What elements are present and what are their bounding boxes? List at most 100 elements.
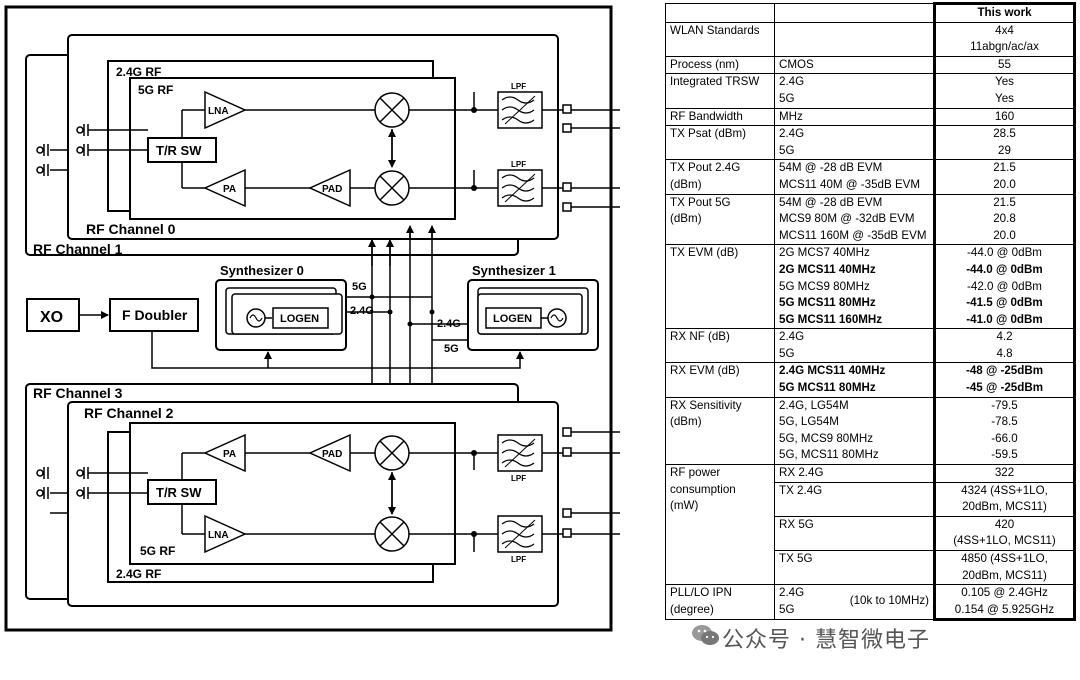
table-cell-text: -66.0 <box>991 431 1018 445</box>
table-cell-text: TX Pout 2.4G <box>670 161 741 175</box>
table-cell-text: MHz <box>779 109 803 123</box>
table-cell-text: (degree) <box>670 602 714 616</box>
table-cell-text: -48 @ -25dBm <box>965 364 1044 378</box>
lpf-filter-bottom-1: LPF <box>497 515 543 564</box>
table-cell-text: 21.5 <box>993 195 1016 209</box>
table-cell-text: 20.8 <box>993 212 1016 226</box>
table-cell-text: 28.5 <box>993 127 1016 141</box>
rf-24g-label-bottom: 2.4G RF <box>116 567 161 581</box>
rf-channel-0-label: RF Channel 0 <box>86 221 176 237</box>
table-cell-text: 21.5 <box>993 161 1016 175</box>
table-cell-text: TX 5G <box>779 552 813 565</box>
chip-outer-frame <box>4 5 613 632</box>
table-cell-text: 5G MCS11 160MHz <box>779 312 883 326</box>
table-cell-text: 4x4 <box>995 23 1014 37</box>
table-cell-text: 2.4G MCS11 40MHz <box>779 364 886 378</box>
table-cell-text: Process (nm) <box>670 57 739 71</box>
table-cell-text: MCS11 40M @ -35dB EVM <box>779 177 921 191</box>
f-doubler-label: F Doubler <box>122 307 188 323</box>
table-cell-text: RX EVM (dB) <box>670 364 740 378</box>
watermark: 公众号 · 慧智微电子 <box>722 628 930 653</box>
logen-label-0: LOGEN <box>280 313 319 325</box>
table-cell-text: 2G MCS7 40MHz <box>779 246 870 260</box>
table-cell-text: -45 @ -25dBm <box>965 381 1044 395</box>
table-cell-text: RF power <box>670 466 721 480</box>
ipn-range-note: (10k to 10MHz) <box>849 594 929 608</box>
table-cell-text: RF Bandwidth <box>670 109 743 123</box>
antenna-port-icon <box>36 124 89 176</box>
lo-24g-label-1: 2.4G <box>437 318 461 330</box>
table-cell-text: 0.154 @ 5.925GHz <box>954 602 1055 616</box>
table-cell-text: 322 <box>994 466 1015 480</box>
antenna-port-icon <box>36 467 89 499</box>
table-cell-text: 2.4G <box>779 586 805 600</box>
table-cell-text: -78.5 <box>991 415 1018 429</box>
lpf-label: LPF <box>511 82 526 91</box>
table-header-cell <box>774 3 935 23</box>
table-cell-text: -42.0 @ 0dBm <box>967 279 1042 293</box>
table-cell-text: 160 <box>994 109 1015 123</box>
table-cell-text: 2.4G <box>779 330 805 344</box>
vco-icon <box>246 308 266 328</box>
table-cell-text: Integrated TRSW <box>670 75 760 89</box>
lpf-label: LPF <box>511 160 526 169</box>
table-cell-text: 5G, MCS11 80MHz <box>779 448 879 462</box>
lpf-filter-top-0: LPF <box>497 82 543 129</box>
lo-5g-label-1: 5G <box>444 343 459 355</box>
table-cell-text: 5G <box>779 346 795 360</box>
lpf-label: LPF <box>511 555 526 564</box>
table-cell-text: PLL/LO IPN <box>670 586 732 600</box>
table-cell-text: 5G MCS9 80MHz <box>779 279 870 293</box>
xo-block <box>26 298 80 332</box>
table-cell-text: 20dBm, MCS11) <box>962 568 1047 582</box>
table-cell-text: 4850 (4SS+1LO, <box>961 552 1048 565</box>
table-cell-text: -59.5 <box>991 448 1018 462</box>
table-row: RX EVM (dB) 2.4G MCS11 40MHz 5G MCS11 80MH… <box>665 362 1076 398</box>
table-cell-text: MCS11 160M @ -35dB EVM <box>779 228 927 242</box>
table-cell-text: 5G MCS11 80MHz <box>779 381 876 395</box>
lna-label-bottom: LNA <box>208 530 229 541</box>
table-cell-text: 2.4G, LG54M <box>779 398 849 412</box>
lpf-label: LPF <box>511 474 526 483</box>
synth1-label: Synthesizer 1 <box>472 263 556 278</box>
table-cell-text: -41.0 @ 0dBm <box>966 312 1043 326</box>
table-header-cell <box>665 3 775 23</box>
table-cell-text: TX 2.4G <box>779 483 823 497</box>
table-cell-text: 5G <box>779 143 795 157</box>
table-cell-text: 2.4G <box>779 75 805 89</box>
trsw-label-top: T/R SW <box>156 143 202 158</box>
lna-label-top: LNA <box>208 106 229 117</box>
rf-channel-3-label: RF Channel 3 <box>33 385 123 401</box>
table-cell-text: 2G MCS11 40MHz <box>779 262 876 276</box>
table-cell-text: TX Psat (dBm) <box>670 127 747 141</box>
table-cell-text: 29 <box>998 143 1011 157</box>
table-cell-text: 4.8 <box>996 346 1013 360</box>
table-cell-text: -44.0 @ 0dBm <box>967 246 1042 260</box>
table-cell-text: 20dBm, MCS11) <box>962 500 1047 514</box>
table-cell-text: 54M @ -28 dB EVM <box>779 161 883 175</box>
table-cell-text: 5G <box>779 91 795 105</box>
synth0-label: Synthesizer 0 <box>220 263 304 278</box>
table-row: RF Bandwidth MHz 160 <box>665 107 1076 127</box>
table-cell-text: 20.0 <box>993 228 1016 242</box>
pa-label-bottom: PA <box>223 449 236 460</box>
table-cell-text: Yes <box>995 91 1014 105</box>
table-cell-text: 20.0 <box>993 177 1016 191</box>
rf-5g-label-bottom: 5G RF <box>140 544 175 558</box>
rf-block-diagram: RF Channel 1 RF Channel 0 2.4G RF 5G RF … <box>4 5 620 632</box>
table-row: TX 5G 4850 (4SS+1LO, 20dBm, MCS11) <box>666 549 1076 586</box>
table-cell-text: -44.0 @ 0dBm <box>966 262 1043 276</box>
table-cell-text: RX NF (dB) <box>670 330 730 344</box>
table-cell-text: 420 <box>994 517 1015 531</box>
table-header-cell: This work <box>933 2 1076 23</box>
table-cell-text: 0.105 @ 2.4GHz <box>961 586 1048 600</box>
wechat-logo-icon <box>692 625 719 645</box>
